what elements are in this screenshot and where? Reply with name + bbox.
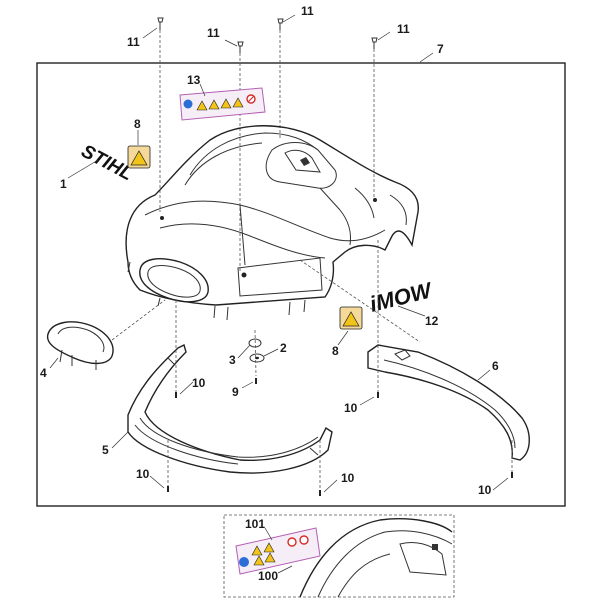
leader: [111, 431, 129, 449]
diagram-frame: [36, 62, 566, 507]
screw-11b: [277, 18, 284, 30]
leader: [67, 159, 99, 179]
main-cover-7: [125, 125, 419, 321]
callout-2: 2: [280, 341, 287, 355]
leader: [377, 31, 391, 41]
align-line: [299, 259, 421, 343]
leader: [282, 14, 296, 23]
leader: [477, 369, 491, 381]
callout-1: 1: [60, 177, 67, 191]
callout-7: 7: [437, 42, 444, 56]
disc-2: [249, 353, 265, 363]
leader: [397, 305, 426, 317]
warning-decal-8b: [339, 306, 363, 330]
bumper-section-6: [367, 344, 530, 461]
callout-8: 8: [134, 117, 141, 131]
callout-8: 8: [332, 344, 339, 358]
callout-10: 10: [341, 471, 355, 485]
callout-3: 3: [229, 353, 236, 367]
warning-decal-8a: [127, 145, 151, 169]
leader: [263, 348, 279, 357]
leader: [199, 83, 206, 97]
callout-11: 11: [207, 26, 220, 40]
callout-10: 10: [478, 483, 492, 497]
callout-5: 5: [102, 443, 109, 457]
callout-11: 11: [397, 22, 410, 36]
callout-13: 13: [187, 73, 201, 87]
callout-10: 10: [192, 376, 206, 390]
imow-logo: iMOW: [367, 277, 436, 317]
callout-4: 4: [40, 366, 47, 380]
leader: [492, 477, 509, 491]
leader: [277, 565, 293, 574]
leader: [149, 475, 165, 489]
callout-11: 11: [127, 35, 140, 49]
callout-10: 10: [344, 401, 358, 415]
leader: [49, 357, 59, 369]
leader: [419, 52, 434, 63]
inset-frame: [223, 514, 455, 598]
leader: [179, 381, 194, 395]
callout-6: 6: [492, 359, 499, 373]
leader: [264, 527, 273, 541]
callout-100: 100: [258, 569, 278, 583]
screw-11c: [237, 41, 244, 53]
leader: [359, 396, 375, 406]
leader: [142, 27, 158, 39]
callout-9: 9: [232, 385, 239, 399]
inset-cover-detail-100: [299, 518, 453, 598]
align-line: [111, 299, 166, 341]
leader: [224, 39, 238, 47]
screw-11a: [157, 17, 164, 30]
align-line: [254, 329, 257, 377]
inset-warning-label-101: [235, 527, 321, 575]
stihl-logo: STIHL: [78, 141, 136, 185]
callout-12: 12: [425, 314, 439, 328]
warning-label-sheet-13: [179, 87, 266, 121]
screw-11d: [371, 37, 378, 49]
callout-10: 10: [136, 467, 150, 481]
leader: [241, 381, 254, 389]
light-lens-4: [46, 321, 114, 370]
leader: [323, 479, 338, 493]
callout-101: 101: [245, 517, 265, 531]
bumper-5: [127, 343, 333, 474]
callout-11: 11: [301, 4, 314, 18]
leader: [337, 330, 349, 346]
leader: [237, 344, 251, 359]
